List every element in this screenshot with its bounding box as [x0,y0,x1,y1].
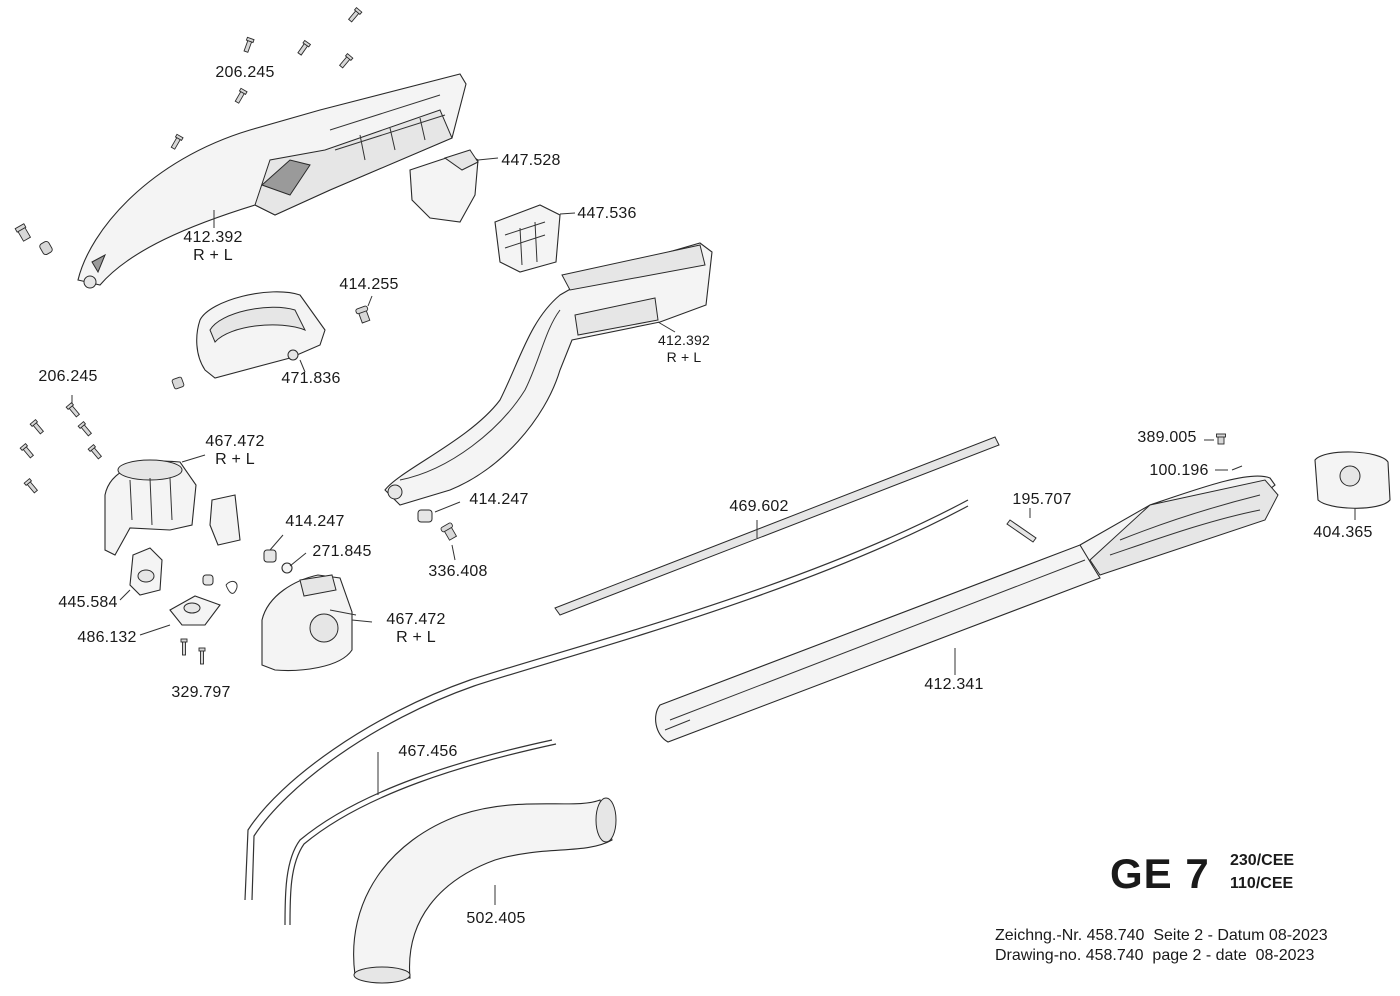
part-label-389005: 389.005 [1137,429,1197,446]
part-label-329797: 329.797 [171,684,231,701]
footer-drawing-number-en: Drawing-no. 458.740 page 2 - date 08-202… [995,947,1315,964]
part-label-502405: 502.405 [466,910,526,927]
screws-206245-left [19,395,103,494]
part-label-271845: 271.845 [312,543,372,560]
part-486132 [139,574,238,636]
clip-447528 [409,149,499,223]
part-445584 [119,547,163,601]
handle-half-412392-upper [77,73,467,289]
variant-110: 110/CEE [1230,875,1294,892]
model-title: GE 7 [1110,850,1210,897]
part-label-469602: 469.602 [729,498,789,515]
cable-467456 [244,499,969,926]
part-label-100196: 100.196 [1149,462,1209,479]
part-label-447536: 447.536 [577,205,637,222]
part-label-195707: 195.707 [1012,491,1072,508]
screws-206245-top [14,6,363,256]
part-label-447528: 447.528 [501,152,561,169]
part-label-404365: 404.365 [1313,524,1373,541]
part-label-467456: 467.456 [398,743,458,760]
bushings-414247-271845 [263,501,461,574]
part-label-471836: 471.836 [281,370,341,387]
handle-half-412392-lower [384,242,713,506]
part-label-414255: 414.255 [339,276,399,293]
small-parts-389005-100196 [1204,433,1243,471]
part-label-445584: 445.584 [58,594,118,611]
part-label-206245-left: 206.245 [38,368,98,385]
screws-329797 [180,638,206,665]
hose-502405 [353,797,617,984]
pin-195707 [1006,508,1037,543]
tube-469602 [554,436,1000,616]
part-label-412341: 412.341 [924,676,984,693]
part-label-206245-top: 206.245 [215,64,275,81]
variant-230: 230/CEE [1230,852,1295,869]
part-label-414247-right: 414.247 [469,491,529,508]
screw-414255 [355,295,373,324]
clip-447536 [494,204,576,273]
leader-lines [213,210,357,616]
part-label-486132: 486.132 [77,629,137,646]
ring-471836 [171,291,326,390]
housing-467472-lower [261,574,373,671]
housing-467472-upper [104,454,241,556]
clamp-404365 [1314,451,1391,520]
part-label-414247-left: 414.247 [285,513,345,530]
part-label-336408: 336.408 [428,563,488,580]
tube-412341 [655,475,1279,743]
footer-drawing-number-de: Zeichng.-Nr. 458.740 Seite 2 - Datum 08-… [995,927,1328,944]
